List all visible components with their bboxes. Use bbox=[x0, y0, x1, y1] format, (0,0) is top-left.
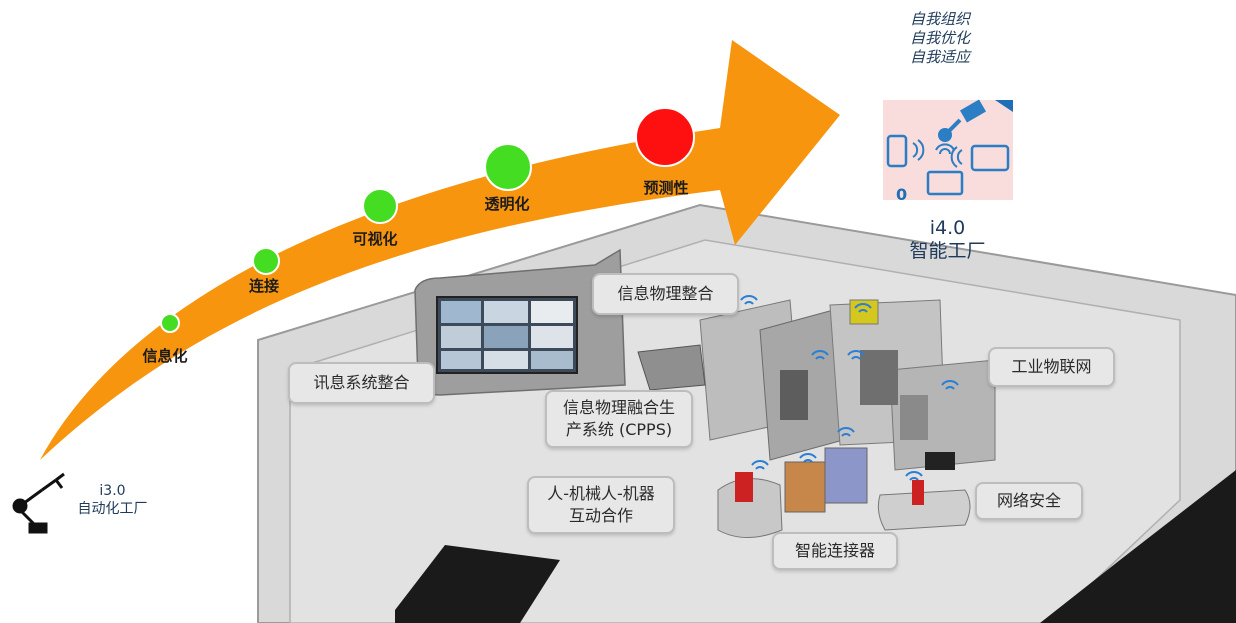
robot-red bbox=[912, 480, 924, 505]
goal-item: 自我适应 bbox=[909, 48, 970, 66]
stage-dot-transparency bbox=[484, 143, 532, 191]
stage-dot-visualization bbox=[362, 188, 398, 224]
machine-yellow bbox=[849, 299, 879, 325]
stage-dot-predictive bbox=[635, 107, 695, 167]
machine-panel bbox=[780, 370, 808, 420]
callout-cpps: 信息物理融合生 产系统 (CPPS) bbox=[545, 390, 693, 448]
smart-connected-devices-icon: 0 bbox=[883, 99, 1013, 204]
end-caption: i4.0 智能工厂 bbox=[885, 217, 1010, 263]
floor-dark-pit bbox=[395, 545, 560, 623]
stage-label-visualization: 可视化 bbox=[352, 230, 398, 248]
callout-smart-connector: 智能连接器 bbox=[772, 532, 898, 570]
goal-item: 自我组织 bbox=[909, 10, 970, 28]
machine-panel bbox=[860, 350, 898, 405]
stage-dot-informatization bbox=[160, 313, 180, 333]
stage-label-transparency: 透明化 bbox=[484, 195, 530, 213]
wifi-icon bbox=[740, 295, 959, 481]
stage-dot-connection bbox=[252, 247, 280, 275]
robot-red bbox=[735, 472, 753, 502]
end-version: i4.0 bbox=[929, 217, 966, 239]
callout-industrial-iot: 工业物联网 bbox=[988, 347, 1115, 387]
callout-cyber-physical-integration: 信息物理整合 bbox=[592, 273, 739, 315]
callout-info-system-integration: 讯息系统整合 bbox=[288, 362, 435, 404]
security-station bbox=[877, 489, 971, 531]
production-cell-far-right bbox=[889, 359, 996, 471]
callout-human-robot-collaboration: 人-机械人-机器 互动合作 bbox=[527, 476, 675, 534]
goals-list: 自我组织 自我优化 自我适应 bbox=[895, 10, 985, 67]
robot-cell-orange bbox=[784, 461, 826, 513]
stage-label-connection: 连接 bbox=[248, 277, 280, 295]
operator-desk bbox=[637, 344, 706, 391]
robot-arm-icon bbox=[12, 472, 65, 534]
goal-item: 自我优化 bbox=[909, 29, 970, 47]
stage-label-predictive: 预测性 bbox=[643, 179, 689, 197]
start-version: i3.0 bbox=[99, 483, 126, 499]
stage-label-informatization: 信息化 bbox=[142, 347, 188, 365]
floor-dark-edge bbox=[1040, 470, 1236, 623]
svg-text:0: 0 bbox=[896, 185, 907, 204]
end-name: 智能工厂 bbox=[909, 240, 986, 262]
start-name: 自动化工厂 bbox=[77, 501, 148, 517]
robot-cell-blue bbox=[824, 447, 868, 504]
callout-network-security: 网络安全 bbox=[975, 482, 1083, 520]
start-caption: i3.0 自动化工厂 bbox=[70, 482, 155, 518]
monitor bbox=[925, 452, 955, 470]
machine-panel bbox=[900, 395, 928, 440]
